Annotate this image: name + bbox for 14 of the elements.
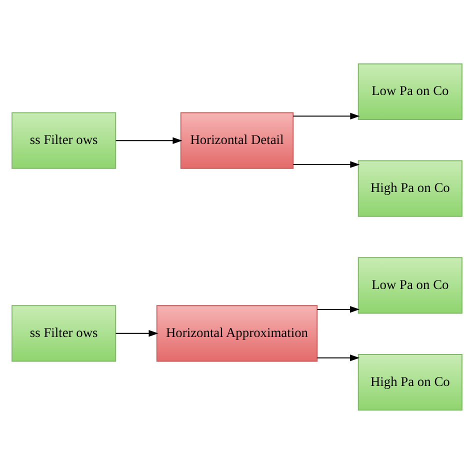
arrow bbox=[292, 161, 360, 168]
node-box: Low Pa on Co bbox=[358, 257, 462, 314]
node-box: High Pa on Co bbox=[358, 160, 462, 217]
node-box: ss Filter ows bbox=[12, 305, 116, 362]
node-box: Horizontal Detail bbox=[180, 112, 294, 169]
node-box: Low Pa on Co bbox=[358, 63, 462, 120]
node-box: Horizontal Approximation bbox=[156, 305, 318, 362]
arrow bbox=[115, 137, 182, 144]
arrow bbox=[316, 354, 360, 362]
arrow bbox=[115, 330, 158, 337]
node-box: ss Filter ows bbox=[12, 112, 116, 169]
arrow bbox=[292, 112, 360, 120]
arrow bbox=[316, 306, 360, 313]
node-box: High Pa on Co bbox=[358, 354, 462, 411]
